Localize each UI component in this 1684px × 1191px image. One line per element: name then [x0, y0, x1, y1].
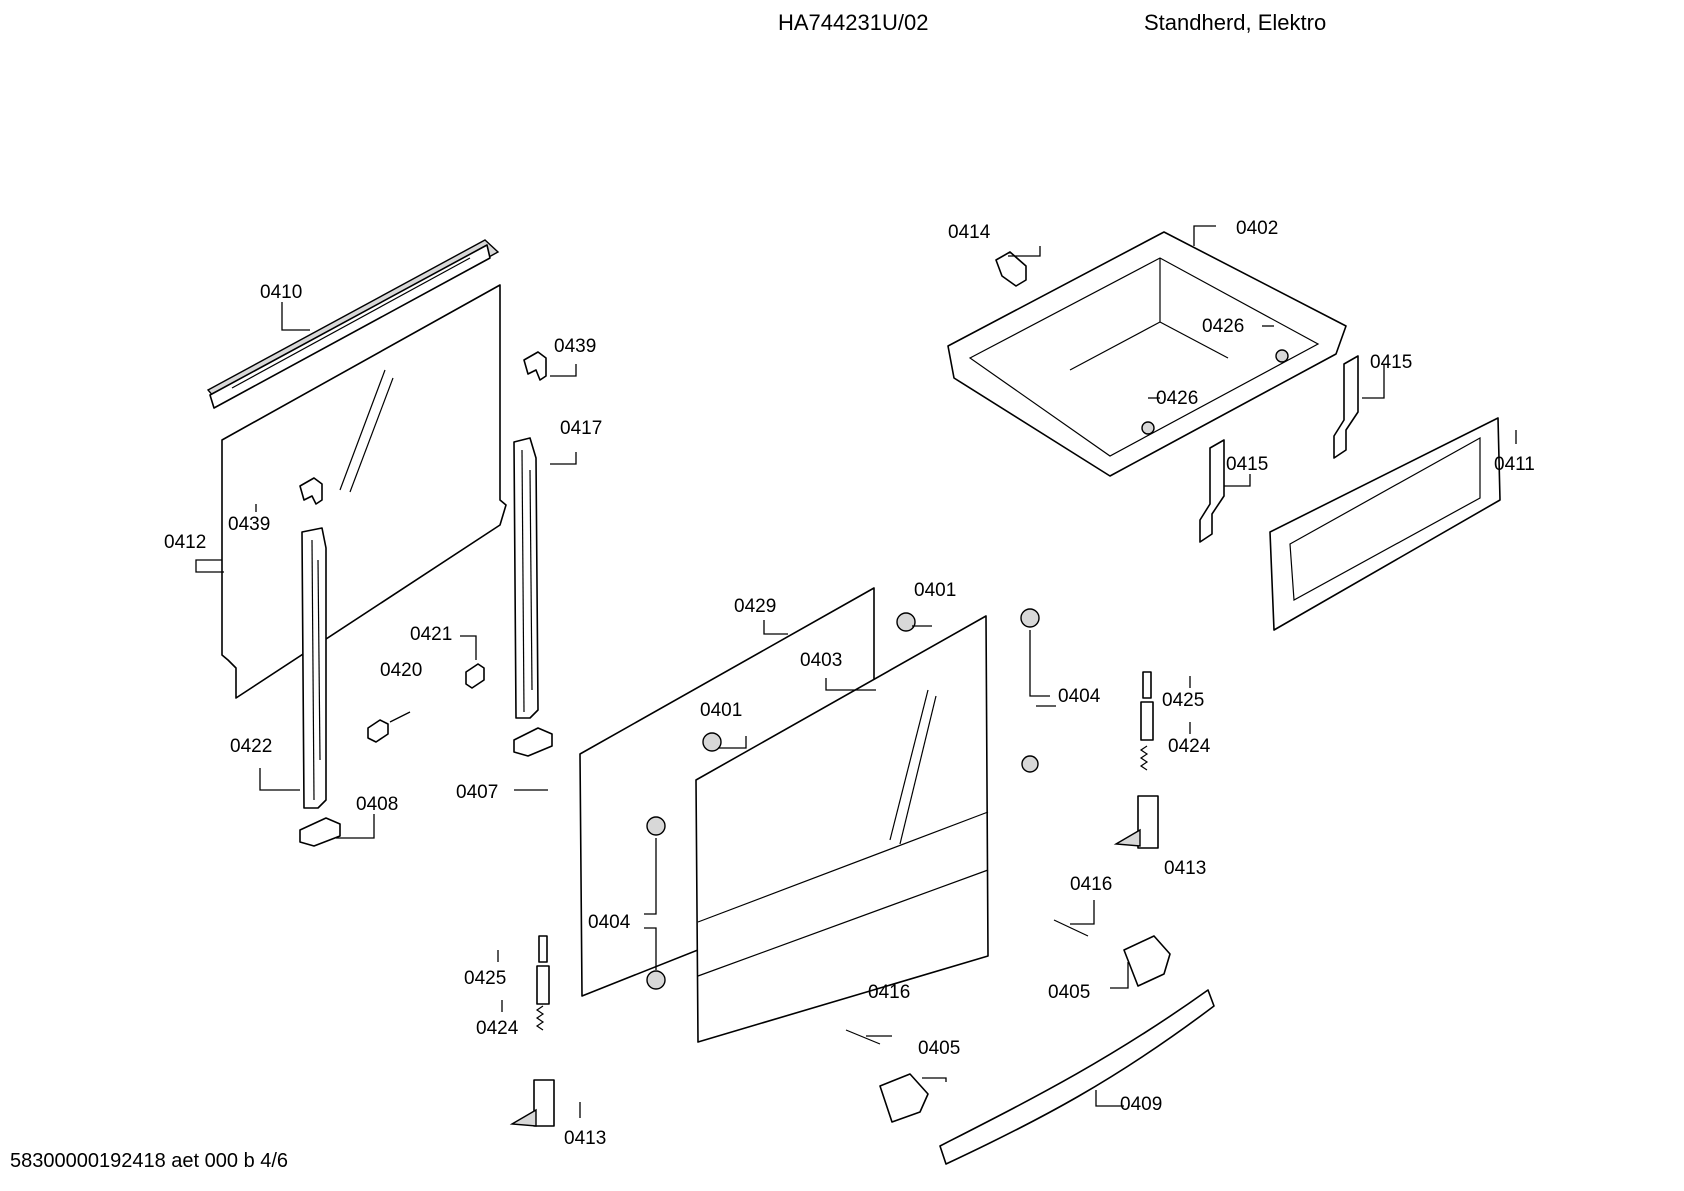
label-0411: 0411	[1494, 454, 1535, 475]
label-0402: 0402	[1236, 218, 1278, 239]
label-0425-right: 0425	[1162, 690, 1204, 711]
label-0405-right: 0405	[1048, 982, 1090, 1003]
label-0404-left: 0404	[588, 912, 631, 933]
part-0405-end-cap	[879, 1073, 929, 1123]
label-0439-lower: 0439	[228, 514, 270, 535]
part-0404-bumper	[1020, 608, 1040, 628]
part-0420-clip	[367, 719, 389, 743]
part-0426-screw	[1275, 349, 1289, 363]
label-0413-left: 0413	[564, 1128, 606, 1149]
part-0401-bumper	[896, 612, 916, 632]
label-0416-left: 0416	[868, 982, 910, 1003]
part-0404-bumper	[646, 970, 666, 990]
part-0409-handle	[939, 989, 1215, 1165]
label-0429: 0429	[734, 596, 776, 617]
part-0439-clip-lower	[299, 477, 323, 505]
label-0439-upper: 0439	[554, 336, 596, 357]
part-0405-end-cap	[1123, 935, 1171, 987]
label-0401-upper: 0401	[914, 580, 956, 601]
label-0417: 0417	[560, 418, 602, 439]
part-0402-drawer-tray	[947, 231, 1347, 477]
part-0407-hinge-bracket	[513, 727, 553, 757]
part-0415-drawer-rail	[1199, 439, 1225, 543]
label-0408: 0408	[356, 794, 398, 815]
label-0403: 0403	[800, 650, 842, 671]
leader-lines	[195, 225, 1517, 1118]
product-description: Standherd, Elektro	[1144, 10, 1327, 35]
label-0405-left: 0405	[918, 1038, 960, 1059]
part-0417-side-rail	[513, 437, 539, 719]
label-0416-right: 0416	[1070, 874, 1112, 895]
label-0415-upper: 0415	[1370, 352, 1412, 373]
part-0403-door-panel	[695, 615, 989, 1043]
part-0411-drawer-front	[1269, 417, 1501, 631]
part-0439-clip-upper	[523, 351, 547, 381]
label-0426-lower: 0426	[1156, 388, 1198, 409]
label-0401-lower: 0401	[700, 700, 742, 721]
label-0404-right: 0404	[1058, 686, 1101, 707]
part-0401-bumper	[702, 732, 722, 752]
label-0426-upper: 0426	[1202, 316, 1244, 337]
label-0410: 0410	[260, 282, 302, 303]
part-0415-drawer-rail	[1333, 355, 1359, 459]
label-0420: 0420	[380, 660, 422, 681]
label-0412: 0412	[164, 532, 206, 553]
label-0421: 0421	[410, 624, 452, 645]
part-0412-glass-panel	[221, 284, 507, 699]
part-0413-hinge-right	[1113, 671, 1159, 849]
label-0409: 0409	[1120, 1094, 1162, 1115]
label-0407: 0407	[456, 782, 498, 803]
document-code: 58300000192418 aet 000 b 4/6	[10, 1150, 289, 1172]
part-0421-clip	[465, 663, 485, 689]
label-0424-right: 0424	[1168, 736, 1211, 757]
part-0414-bracket	[995, 251, 1027, 287]
part-0426-screw	[1141, 421, 1155, 435]
part-0413-hinge-left	[509, 935, 555, 1127]
part-0408-hinge-bracket	[299, 817, 341, 847]
part-0422-side-rail	[301, 527, 327, 809]
label-0413-right: 0413	[1164, 858, 1206, 879]
label-0415-lower: 0415	[1226, 454, 1268, 475]
part-0416-pin	[845, 919, 1089, 1045]
label-0414: 0414	[948, 222, 991, 243]
part-0404-bumper	[646, 816, 666, 836]
label-0425-left: 0425	[464, 968, 506, 989]
model-number: HA744231U/02	[778, 10, 929, 35]
label-0422: 0422	[230, 736, 272, 757]
part-0410-top-trim	[206, 239, 500, 409]
part-0404-bumper	[1021, 755, 1039, 773]
label-0424-left: 0424	[476, 1018, 519, 1039]
